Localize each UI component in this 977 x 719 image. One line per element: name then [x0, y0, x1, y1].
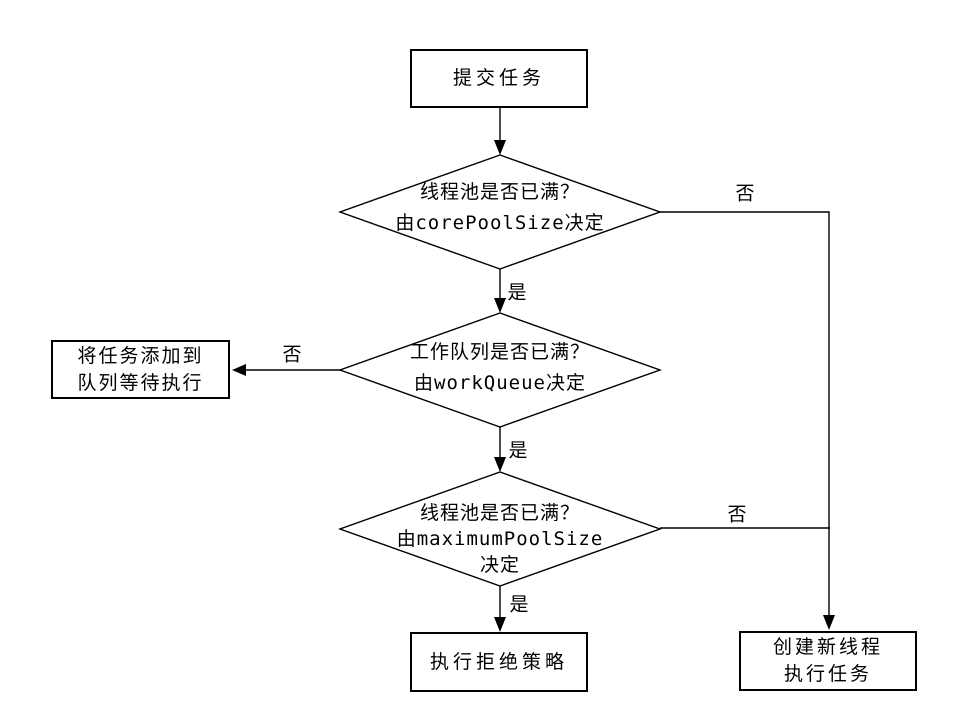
decision-work-queue-text: 工作队列是否已满？ 由workQueue决定: [340, 337, 660, 399]
decision-max-pool-text: 线程池是否已满？ 由maximumPoolSize 决定: [340, 500, 660, 578]
decision-core-pool-shape: [337, 154, 663, 270]
arrowhead-to-create-thread: [823, 615, 835, 630]
node-create-thread-line1: 创建新线程: [772, 636, 883, 658]
arrowhead-to-core-decision: [494, 140, 506, 155]
node-reject-policy-label: 执行拒绝策略: [429, 650, 568, 673]
decision-max-pool-shape: [337, 471, 663, 587]
node-create-thread-line2: 执行任务: [783, 663, 872, 685]
decision-core-pool-detail: 由corePoolSize决定: [395, 212, 605, 234]
node-submit-task-label: 提交任务: [452, 67, 545, 89]
edge-label-work-queue-yes: 是: [508, 439, 528, 462]
node-add-to-queue: 将任务添加到 队列等待执行: [51, 340, 230, 399]
edge-core-no-connector: [660, 211, 830, 616]
edge-label-core-pool-no: 否: [735, 182, 755, 205]
arrowhead-to-max-decision: [494, 457, 506, 472]
edge-label-core-pool-yes: 是: [507, 281, 527, 304]
decision-work-queue-question: 工作队列是否已满？: [409, 341, 590, 363]
edge-label-max-pool-no: 否: [727, 503, 747, 526]
node-submit-task: 提交任务: [410, 49, 588, 108]
decision-max-pool-question: 线程池是否已满？: [419, 502, 580, 524]
decision-core-pool-question: 线程池是否已满？: [419, 181, 580, 203]
decision-max-pool-detail: 由maximumPoolSize: [396, 528, 604, 550]
decision-core-pool-text: 线程池是否已满？ 由corePoolSize决定: [340, 177, 660, 239]
node-add-to-queue-line1: 将任务添加到: [77, 344, 204, 367]
node-add-to-queue-line2: 队列等待执行: [77, 371, 204, 394]
decision-work-queue-shape: [337, 312, 663, 428]
node-reject-policy: 执行拒绝策略: [410, 632, 588, 692]
arrowhead-to-reject-policy: [494, 617, 506, 632]
edge-label-max-pool-yes: 是: [509, 593, 529, 616]
decision-work-queue-detail: 由workQueue决定: [414, 372, 586, 394]
edge-label-work-queue-no: 否: [282, 343, 302, 366]
node-create-thread: 创建新线程 执行任务: [739, 631, 917, 691]
decision-max-pool-detail2: 决定: [479, 554, 520, 576]
arrowhead-to-add-queue: [232, 364, 246, 376]
arrowhead-to-queue-decision: [494, 298, 506, 313]
